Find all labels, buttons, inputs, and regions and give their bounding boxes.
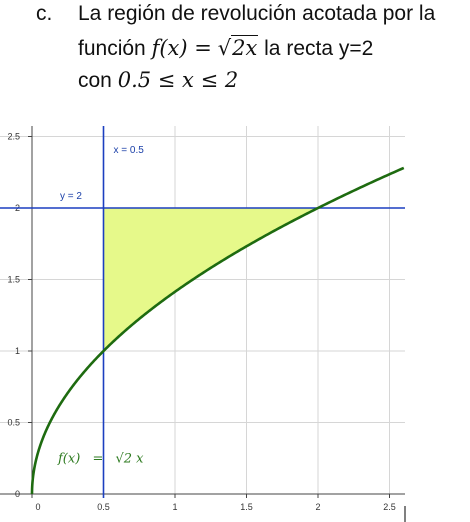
function-expression: f(x) =	[151, 36, 212, 60]
x-tick-label: 0.5	[97, 502, 110, 512]
function-plot: 00.511.522.500.511.522.5 x = 0.5 y = 2 f…	[0, 126, 406, 522]
y-tick-label: 1	[15, 346, 20, 356]
function-label-rhs: √2 x	[115, 452, 144, 467]
line3-prefix: con	[78, 69, 112, 92]
shaded-region	[103, 208, 318, 351]
line2-suffix: la recta y=2	[264, 37, 374, 60]
sqrt-radicand: 2x	[231, 35, 259, 60]
problem-line-2: función f(x) = √2x la recta y=2	[78, 35, 374, 61]
x-tick-label: 2	[315, 502, 320, 512]
y-tick-label: 0	[15, 489, 20, 499]
vline-label: x = 0.5	[114, 145, 145, 156]
hline-label: y = 2	[60, 191, 82, 202]
y-tick-label: 0.5	[7, 418, 20, 428]
function-label-eq: =	[92, 452, 103, 467]
line2-prefix: función	[78, 37, 146, 60]
y-tick-label: 1.5	[7, 275, 20, 285]
x-tick-label: 0	[35, 502, 40, 512]
problem-line-3: con 0.5 ≤ x ≤ 2	[78, 68, 238, 93]
function-label-lhs: f(x)	[57, 452, 80, 467]
problem-line-1: La región de revolución acotada por la	[78, 2, 436, 25]
function-label: f(x) = √2 x	[57, 452, 144, 467]
sqrt-expression: √2x	[217, 35, 259, 60]
axes	[0, 126, 405, 498]
grid	[0, 126, 405, 498]
problem-statement: c. La región de revolución acotada por l…	[0, 0, 470, 100]
function-curve	[30, 166, 405, 494]
x-tick-label: 1.5	[240, 502, 253, 512]
x-tick-label: 1	[172, 502, 177, 512]
interval-expression: 0.5 ≤ x ≤ 2	[117, 68, 239, 92]
item-label: c.	[36, 2, 53, 25]
x-tick-label: 2.5	[383, 502, 396, 512]
y-tick-label: 2.5	[7, 132, 20, 142]
